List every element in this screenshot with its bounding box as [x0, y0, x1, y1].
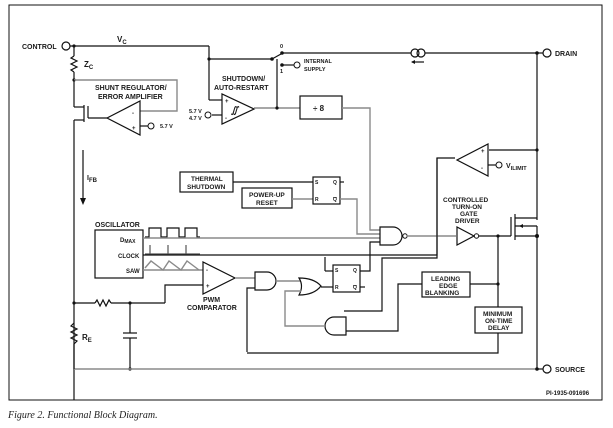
mot-label-3: DELAY: [488, 325, 510, 332]
thermal-flipflop: [312, 176, 341, 205]
switch-pos0: 0: [280, 44, 283, 50]
diagram-frame: [8, 4, 603, 401]
source-pin[interactable]: [542, 364, 552, 374]
pwm-plus: +: [206, 284, 210, 290]
internal-supply-label: INTERNAL: [304, 59, 332, 65]
current-limit-comparator: [455, 143, 489, 177]
and-gate-2: [324, 316, 347, 336]
leb-label-3: BLANKING: [425, 290, 459, 297]
ifb-label: IFB: [87, 175, 98, 184]
pwm-label-2: COMPARATOR: [187, 305, 237, 312]
error-amp-minus: -: [132, 111, 134, 117]
ff1-qbar: Q: [333, 197, 337, 203]
internal-supply-label-2: SUPPLY: [304, 67, 326, 73]
leb-label: LEADING: [431, 276, 460, 283]
pwm-minus: -: [206, 268, 208, 274]
ff1-r: R: [315, 197, 319, 203]
control-label: CONTROL: [22, 44, 57, 51]
ff1-s: S: [315, 180, 319, 186]
thermal-label-2: SHUTDOWN: [187, 184, 226, 191]
shutdown-ref-lo: 4.7 V: [189, 116, 202, 122]
thermal-label: THERMAL: [191, 176, 223, 183]
nand-gate: [379, 226, 403, 246]
or-gate: [297, 277, 322, 296]
shutdown-minus: -: [225, 116, 227, 122]
ff1-q: Q: [333, 180, 337, 186]
and-gate-1: [254, 271, 277, 291]
gate-driver-label-3: GATE: [460, 211, 478, 218]
dmax-waveform: [145, 227, 200, 238]
shutdown-plus: +: [225, 99, 229, 105]
leb-label-2: EDGE: [439, 283, 458, 290]
gate-driver-buffer: [456, 226, 476, 246]
osc-saw: SAW: [126, 269, 140, 275]
hysteresis-icon: ∬: [231, 105, 240, 116]
osc-dmax: DMAX: [120, 238, 136, 245]
hysteretic-comparator: [221, 93, 256, 125]
shutdown-label: SHUTDOWN/: [222, 76, 265, 83]
switch-pos1: 1: [280, 69, 283, 75]
osc-clock: CLOCK: [118, 254, 140, 260]
leading-edge-blanking-block: [421, 271, 471, 298]
current-source-icon: [410, 48, 426, 64]
powerup-label-2: RESET: [256, 200, 278, 207]
ff2-q: Q: [353, 268, 357, 274]
zc-label: ZC: [84, 60, 94, 71]
saw-waveform: [144, 259, 200, 272]
ff2-s: S: [335, 268, 339, 274]
source-label: SOURCE: [555, 367, 585, 374]
ilimit-minus: -: [481, 166, 483, 172]
clock-waveform: [145, 245, 200, 255]
error-amplifier: [105, 100, 141, 136]
vilimit-label: VILIMIT: [506, 163, 527, 172]
pwm-flipflop: [332, 264, 361, 293]
mot-label: MINIMUM: [483, 311, 512, 318]
figure-code: PI-1935-091696: [546, 391, 590, 397]
gate-driver-label-2: TURN-ON: [452, 204, 482, 211]
power-up-reset-block: [241, 187, 293, 209]
control-pin[interactable]: [61, 41, 71, 51]
gate-driver-label-4: DRIVER: [455, 218, 480, 225]
pwm-label: PWM: [203, 297, 220, 304]
drain-pin[interactable]: [542, 48, 552, 58]
oscillator-label: OSCILLATOR: [95, 222, 140, 229]
vc-label: VC: [117, 35, 127, 46]
divider-label: ÷ 8: [313, 104, 325, 113]
error-amp-plus: +: [132, 126, 136, 132]
shunt-regulator-label: SHUNT REGULATOR/: [95, 85, 167, 92]
re-label: RE: [82, 333, 92, 344]
shunt-ref-label: 5.7 V: [160, 124, 173, 130]
pwm-comparator: [202, 261, 237, 295]
shunt-regulator-label-2: ERROR AMPLIFIER: [98, 94, 163, 101]
gate-driver-label: CONTROLLED: [443, 197, 488, 204]
ff2-r: R: [335, 285, 339, 291]
shutdown-ref-hi: 5.7 V: [189, 109, 202, 115]
ff2-qbar: Q: [353, 285, 357, 291]
ilimit-plus: +: [481, 149, 485, 155]
oscillator-block: [94, 229, 144, 279]
power-mosfet: [510, 214, 538, 240]
drain-label: DRAIN: [555, 51, 577, 58]
shutdown-label-2: AUTO-RESTART: [214, 85, 269, 92]
mot-label-2: ON-TIME: [485, 318, 513, 325]
figure-caption: Figure 2. Functional Block Diagram.: [8, 410, 158, 421]
internal-supply-pin[interactable]: [293, 61, 301, 69]
powerup-label: POWER-UP: [249, 192, 285, 199]
